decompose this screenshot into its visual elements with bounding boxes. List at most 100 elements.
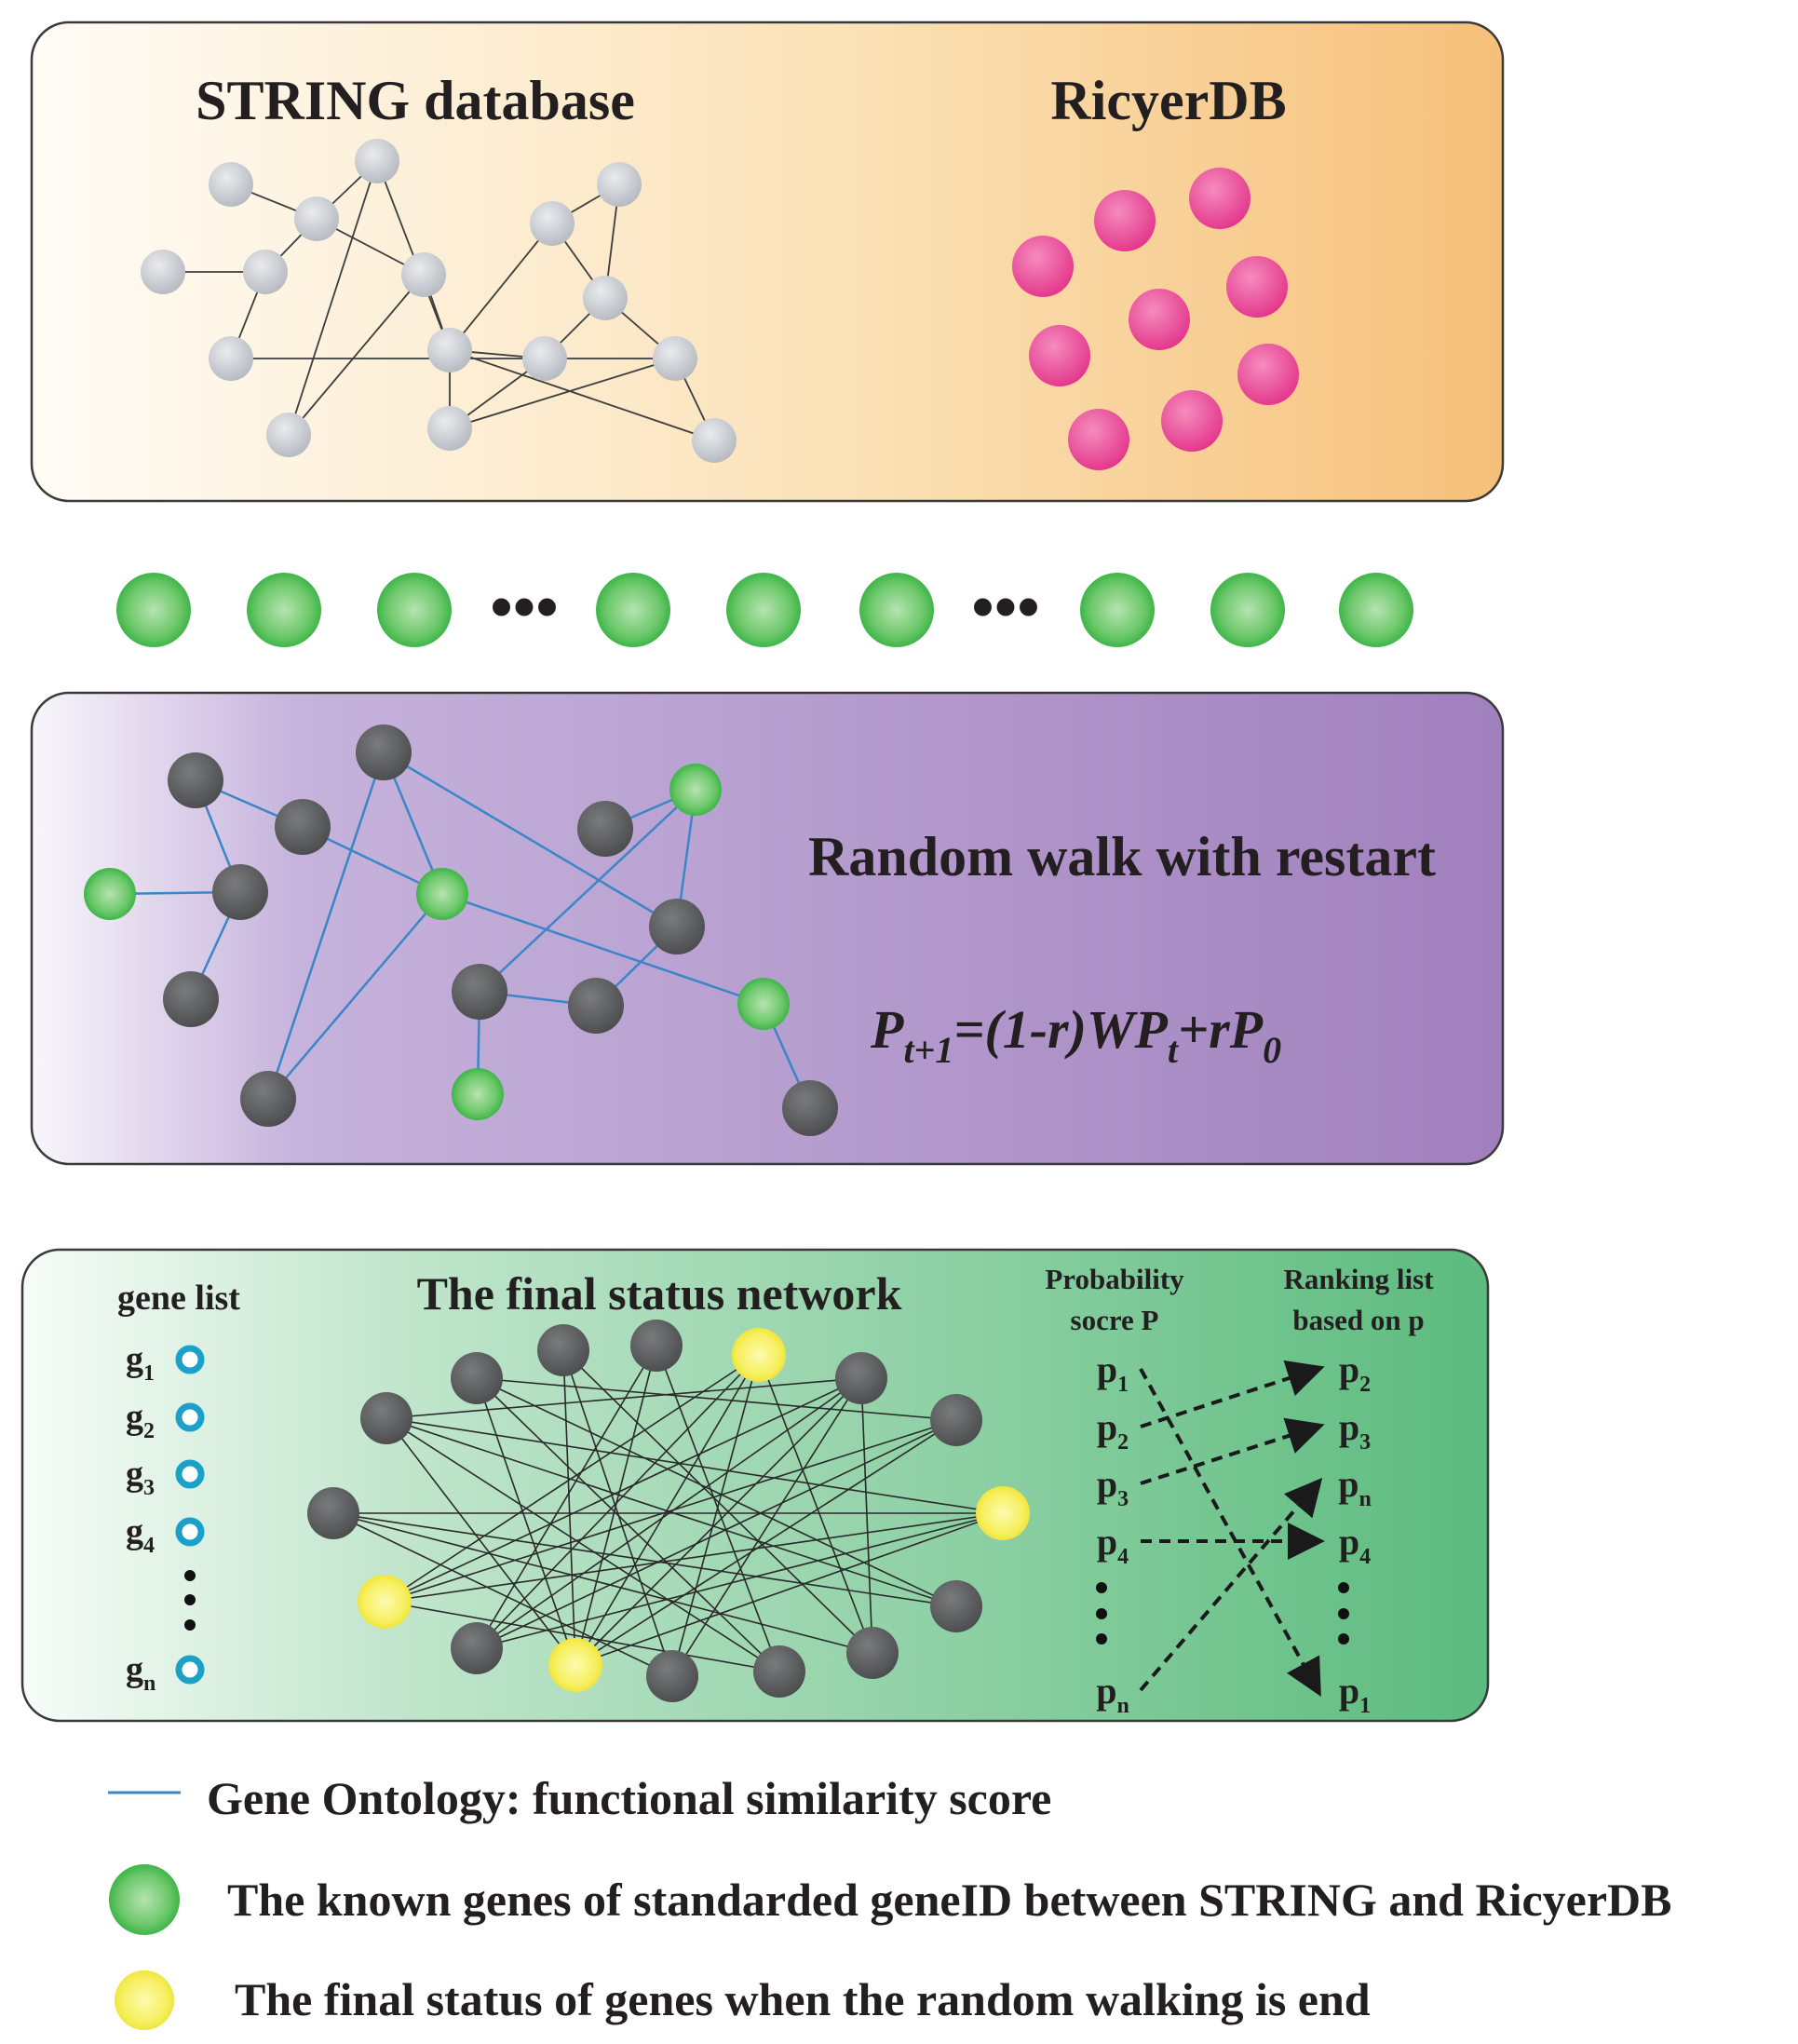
final-network-title: The final status network <box>417 1267 902 1320</box>
gene-node <box>360 1392 412 1444</box>
network-edge <box>476 1377 780 1672</box>
gene-node <box>163 971 219 1027</box>
string-node <box>209 336 253 381</box>
gene-node <box>356 724 412 780</box>
probability-ellipsis-dot <box>1096 1633 1107 1645</box>
ranking-item: p3 <box>1339 1406 1371 1455</box>
known-gene-node <box>247 573 321 647</box>
network-edge <box>562 1349 576 1666</box>
string-node <box>427 328 472 372</box>
ranking-header-line1: Ranking list <box>1283 1263 1434 1295</box>
network-edge <box>476 1377 576 1666</box>
gene-label: g1 <box>126 1340 155 1386</box>
network-edge <box>385 1417 780 1672</box>
ricyerdb-gene-node <box>1029 325 1090 386</box>
go-edge <box>479 789 696 993</box>
probability-item: p1 <box>1097 1348 1129 1397</box>
probability-item: p2 <box>1097 1406 1129 1455</box>
gene-list-ellipsis-dot <box>184 1594 196 1605</box>
ranking-header-line2: based on p <box>1292 1304 1424 1336</box>
ricyerdb-title: RicyerDB <box>1050 70 1286 131</box>
string-edge <box>288 160 378 436</box>
gene-node <box>212 864 268 920</box>
probability-ellipsis-dot <box>1096 1608 1107 1619</box>
ranking-item: p1 <box>1339 1670 1371 1718</box>
gene-node <box>307 1487 359 1539</box>
panel-random-walk: Random walk with restart Pt+1=(1-r)WPt+r… <box>30 691 1505 1166</box>
string-node <box>401 252 446 297</box>
network-edge <box>476 1354 760 1649</box>
gene-node <box>240 1071 296 1127</box>
string-node <box>522 336 567 381</box>
string-node <box>141 250 185 294</box>
known-gene-node <box>669 764 722 816</box>
known-gene-node <box>1339 573 1413 647</box>
network-edge <box>385 1417 957 1607</box>
network-edge <box>332 1512 673 1677</box>
network-edge <box>575 1354 760 1666</box>
string-node <box>294 196 339 241</box>
network-edge <box>562 1349 673 1677</box>
network-edge <box>332 1512 873 1654</box>
gene-list-ellipsis-dot <box>184 1619 196 1631</box>
ricyerdb-gene-node <box>1189 168 1250 229</box>
gene-node <box>930 1580 982 1632</box>
ricyerdb-gene-node <box>1012 236 1074 297</box>
legend-item-final-status: The final status of genes when the rando… <box>235 1973 1371 2025</box>
string-node <box>653 336 697 381</box>
gene-node <box>646 1650 698 1702</box>
gene-node <box>649 899 705 954</box>
known-gene-node <box>377 573 452 647</box>
known-gene-node <box>416 868 468 920</box>
rwr-formula: Pt+1=(1-r)WPt+rP0 <box>870 999 1281 1071</box>
panel-final-status: gene list The final status network Proba… <box>20 1248 1490 1723</box>
string-edge <box>449 349 715 441</box>
probability-header-line1: Probability <box>1045 1263 1184 1295</box>
legend-yellow-node-swatch <box>115 1970 174 2030</box>
network-edge <box>562 1349 873 1654</box>
gene-label: g3 <box>126 1455 155 1500</box>
ricyerdb-gene-node <box>1129 289 1190 350</box>
known-gene-node <box>726 573 801 647</box>
known-gene-node <box>116 573 191 647</box>
go-edge <box>266 751 385 1100</box>
string-node <box>597 162 642 207</box>
gene-node <box>452 964 507 1020</box>
go-edge <box>441 892 764 1006</box>
ranking-ellipsis-dot <box>1338 1633 1349 1645</box>
gene-node <box>451 1352 503 1404</box>
network-edge <box>671 1377 862 1677</box>
network-edge <box>385 1417 576 1666</box>
string-edge <box>449 358 676 429</box>
go-edge <box>383 751 678 928</box>
probability-item: p3 <box>1097 1463 1129 1511</box>
string-node <box>692 418 737 463</box>
network-edge <box>385 1417 1004 1514</box>
final-status-gene-node <box>976 1486 1030 1540</box>
panel-string-ricyer: STRING database RicyerDB <box>30 20 1505 503</box>
network-edge <box>476 1377 862 1649</box>
panel-middle-background <box>30 691 1505 1166</box>
ranking-item: pn <box>1338 1463 1372 1511</box>
network-edge <box>385 1377 862 1419</box>
known-gene-node <box>84 868 136 920</box>
final-status-gene-node <box>358 1575 412 1629</box>
random-walk-title: Random walk with restart <box>808 826 1436 887</box>
ricyerdb-gene-node <box>1237 344 1299 405</box>
gene-label: g4 <box>126 1512 155 1558</box>
gene-marker <box>175 1402 205 1432</box>
legend-green-node-swatch <box>109 1864 180 1935</box>
network-edge <box>476 1377 957 1607</box>
ranking-arrow <box>1140 1360 1325 1428</box>
network-edge <box>671 1354 760 1677</box>
gene-list-title: gene list <box>117 1279 240 1318</box>
probability-item: p4 <box>1097 1521 1129 1569</box>
string-edge <box>288 274 425 436</box>
known-gene-node <box>859 573 934 647</box>
network-edge <box>476 1419 957 1649</box>
string-node <box>355 139 399 183</box>
ricyerdb-gene-node <box>1094 190 1156 251</box>
known-gene-node <box>1080 573 1155 647</box>
